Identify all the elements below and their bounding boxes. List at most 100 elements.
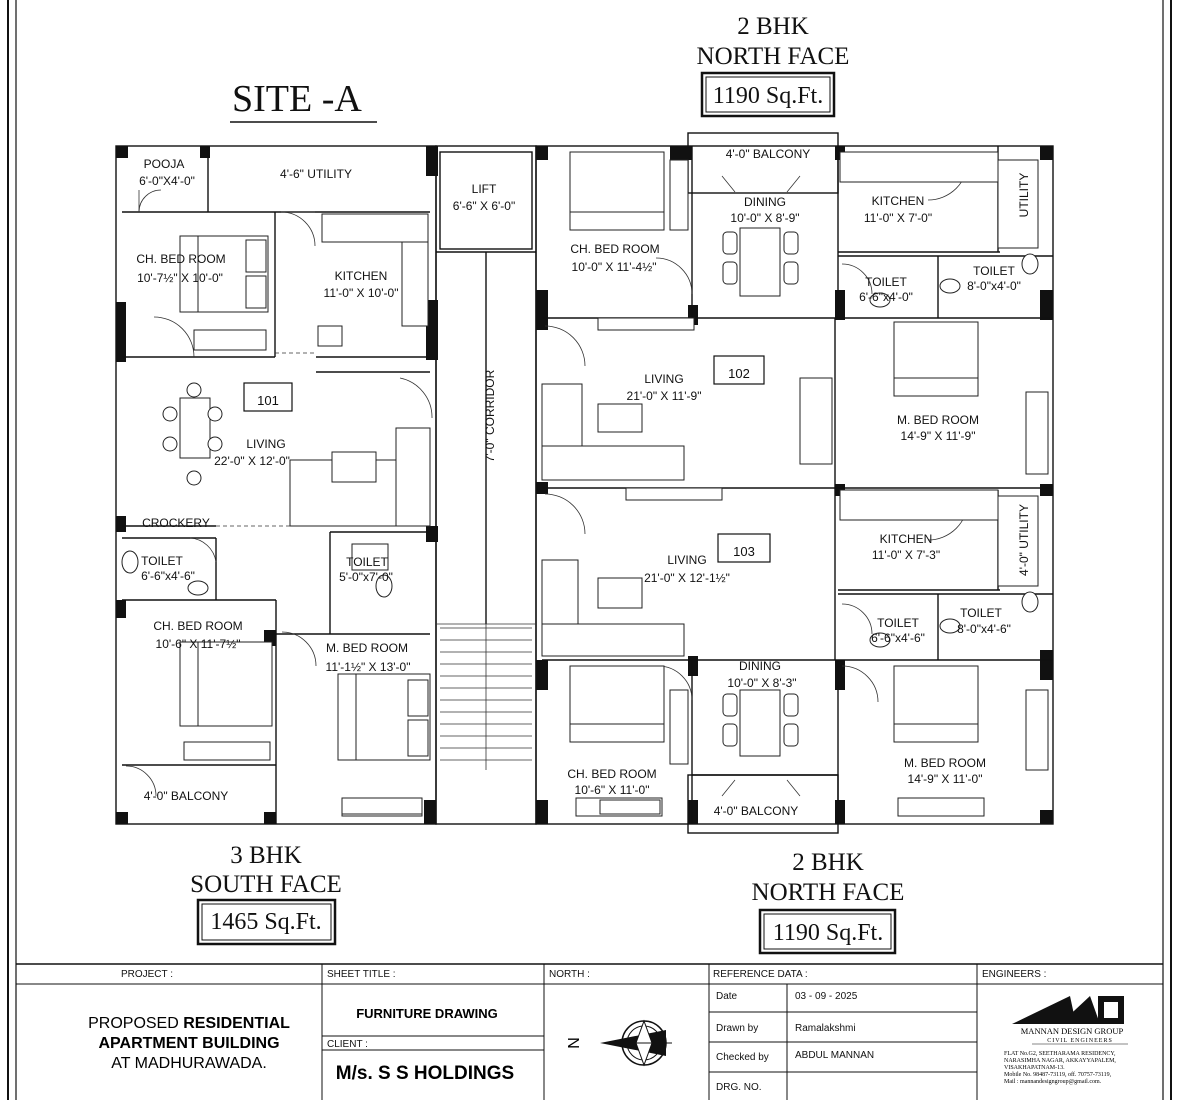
room-label: POOJA bbox=[144, 157, 185, 171]
room-label: LIVING bbox=[667, 553, 706, 567]
floor-plan: 101 102 103 POOJA 6'-0"X4'-0" 4'-6" UTIL… bbox=[115, 132, 1054, 834]
site-title: SITE -A bbox=[232, 78, 362, 120]
corridor-label: 7'-0" CORRIDOR bbox=[483, 369, 497, 462]
block-area: 1465 Sq.Ft. bbox=[210, 909, 321, 935]
north-arrow-icon bbox=[600, 1019, 672, 1067]
room-label: KITCHEN bbox=[880, 532, 933, 546]
room-size: 21'-0" X 11'-9" bbox=[627, 389, 702, 403]
room-label: TOILET bbox=[973, 264, 1015, 278]
room-label: M. BED ROOM bbox=[326, 641, 408, 655]
room-size: 21'-0" X 12'-1½" bbox=[644, 571, 730, 585]
room-label: TOILET bbox=[960, 606, 1002, 620]
room-label: TOILET bbox=[877, 616, 919, 630]
room-size: 6'-6" X 6'-0" bbox=[453, 199, 515, 213]
north-letter: N bbox=[566, 1037, 583, 1049]
room-label: CH. BED ROOM bbox=[567, 767, 656, 781]
room-label: 4'-0" UTILITY bbox=[1017, 504, 1031, 576]
checked-label: Checked by bbox=[716, 1052, 769, 1063]
room-label: M. BED ROOM bbox=[904, 756, 986, 770]
room-size: 14'-9" X 11'-9" bbox=[901, 429, 976, 443]
room-label: KITCHEN bbox=[335, 269, 388, 283]
room-size: 10'-0" X 11'-4½" bbox=[572, 260, 657, 274]
room-size: 6'-0"X4'-0" bbox=[139, 174, 195, 188]
room-label: UTILITY bbox=[1017, 173, 1031, 218]
project-line-2: APARTMENT BUILDING bbox=[98, 1035, 279, 1052]
room-label: TOILET bbox=[141, 554, 183, 568]
room-size: 14'-9" X 11'-0" bbox=[908, 772, 983, 786]
lift-corridor bbox=[436, 151, 536, 770]
room-size: 10'-7½" X 10'-0" bbox=[137, 271, 223, 285]
date-value: 03 - 09 - 2025 bbox=[795, 991, 858, 1002]
firm-address-3: VISAKHAPATNAM-13. bbox=[1004, 1065, 1065, 1071]
staircase bbox=[440, 624, 532, 770]
room-label: LIVING bbox=[644, 372, 683, 386]
firm-email: Mail : mannandesigngroup@gmail.com. bbox=[1004, 1079, 1102, 1085]
room-label: TOILET bbox=[346, 555, 388, 569]
block-face: NORTH FACE bbox=[752, 879, 905, 906]
sheet-title: FURNITURE DRAWING bbox=[356, 1006, 498, 1021]
block-label-bottom-left: 3 BHK SOUTH FACE 1465 Sq.Ft. bbox=[190, 842, 342, 946]
room-label: DINING bbox=[744, 195, 786, 209]
firm-subtitle: CIVIL ENGINEERS bbox=[1047, 1038, 1113, 1044]
block-area: 1190 Sq.Ft. bbox=[713, 83, 823, 109]
room-label: TOILET bbox=[865, 275, 907, 289]
room-size: 11'-0" X 7'-3" bbox=[872, 548, 940, 562]
block-label-bottom-right: 2 BHK NORTH FACE 1190 Sq.Ft. bbox=[752, 849, 905, 955]
room-label: 4'-6" UTILITY bbox=[280, 167, 352, 181]
room-size: 6'-6"x4'-6" bbox=[141, 569, 195, 583]
engineers-label: ENGINEERS : bbox=[982, 969, 1046, 980]
block-face: SOUTH FACE bbox=[190, 871, 342, 898]
drawn-value: Ramalakshmi bbox=[795, 1023, 856, 1034]
block-label-top-right: 2 BHK NORTH FACE 1190 Sq.Ft. bbox=[697, 13, 849, 118]
room-size: 10'-0" X 8'-3" bbox=[727, 676, 796, 690]
firm-address-4: Mobile No. 98487-73119, off. 70757-73119… bbox=[1004, 1071, 1112, 1078]
room-size: 8'-0"x4'-0" bbox=[967, 279, 1021, 293]
project-line-1a: PROPOSED bbox=[88, 1015, 183, 1032]
firm-logo bbox=[1012, 996, 1124, 1024]
room-size: 6'-6"x4'-0" bbox=[859, 290, 913, 304]
room-label: 4'-0" BALCONY bbox=[714, 804, 799, 818]
block-type: 2 BHK bbox=[792, 849, 864, 876]
firm-address-1: FLAT No.G2, SEETHARAMA RESIDENCY, bbox=[1004, 1051, 1116, 1057]
room-label: DINING bbox=[739, 659, 781, 673]
client-name: M/s. S S HOLDINGS bbox=[336, 1063, 514, 1084]
room-size: 10'-6" X 11'-7½" bbox=[156, 637, 241, 651]
room-size: 10'-0" X 8'-9" bbox=[730, 211, 799, 225]
room-label: CH. BED ROOM bbox=[570, 242, 659, 256]
sheet-title-label: SHEET TITLE : bbox=[327, 969, 396, 980]
north-label: NORTH : bbox=[549, 969, 590, 980]
room-size: 6'-6"x4'-6" bbox=[871, 631, 925, 645]
walls-101 bbox=[122, 146, 430, 824]
room-label: KITCHEN bbox=[872, 194, 925, 208]
title-block: PROJECT : SHEET TITLE : NORTH : REFERENC… bbox=[16, 963, 1163, 1100]
project-line-3: AT MADHURAWADA. bbox=[111, 1055, 267, 1072]
unit-number-103: 103 bbox=[733, 544, 755, 559]
drg-label: DRG. NO. bbox=[716, 1082, 762, 1093]
room-size: 11'-0" X 10'-0" bbox=[324, 286, 399, 300]
project-line-1: PROPOSED RESIDENTIAL bbox=[88, 1015, 290, 1032]
checked-value: ABDUL MANNAN bbox=[795, 1050, 874, 1061]
room-label: CH. BED ROOM bbox=[153, 619, 242, 633]
block-area: 1190 Sq.Ft. bbox=[773, 920, 883, 946]
room-label: CROCKERY bbox=[142, 516, 210, 530]
firm-name: MANNAN DESIGN GROUP bbox=[1021, 1026, 1124, 1036]
block-type: 2 BHK bbox=[737, 13, 809, 40]
room-size: 8'-0"x4'-6" bbox=[957, 622, 1011, 636]
room-label: 4'-0" BALCONY bbox=[144, 789, 229, 803]
firm-address-2: NARASIMHA NAGAR, AKKAYYAPALEM, bbox=[1004, 1058, 1116, 1064]
unit-number-101: 101 bbox=[257, 393, 279, 408]
project-label: PROJECT : bbox=[121, 969, 173, 980]
unit-number-102: 102 bbox=[728, 366, 750, 381]
room-label: M. BED ROOM bbox=[897, 413, 979, 427]
room-size: 5'-0"x7'-0" bbox=[339, 570, 393, 584]
sheet-border bbox=[7, 0, 1172, 1100]
walls-102-103 bbox=[542, 146, 1053, 824]
room-label: LIFT bbox=[472, 182, 497, 196]
doors bbox=[125, 159, 969, 797]
drawn-label: Drawn by bbox=[716, 1023, 758, 1034]
room-size: 10'-6" X 11'-0" bbox=[575, 783, 650, 797]
client-label: CLIENT : bbox=[327, 1039, 368, 1050]
room-label: 4'-0" BALCONY bbox=[726, 147, 811, 161]
room-size: 11'-1½" X 13'-0" bbox=[326, 660, 411, 674]
